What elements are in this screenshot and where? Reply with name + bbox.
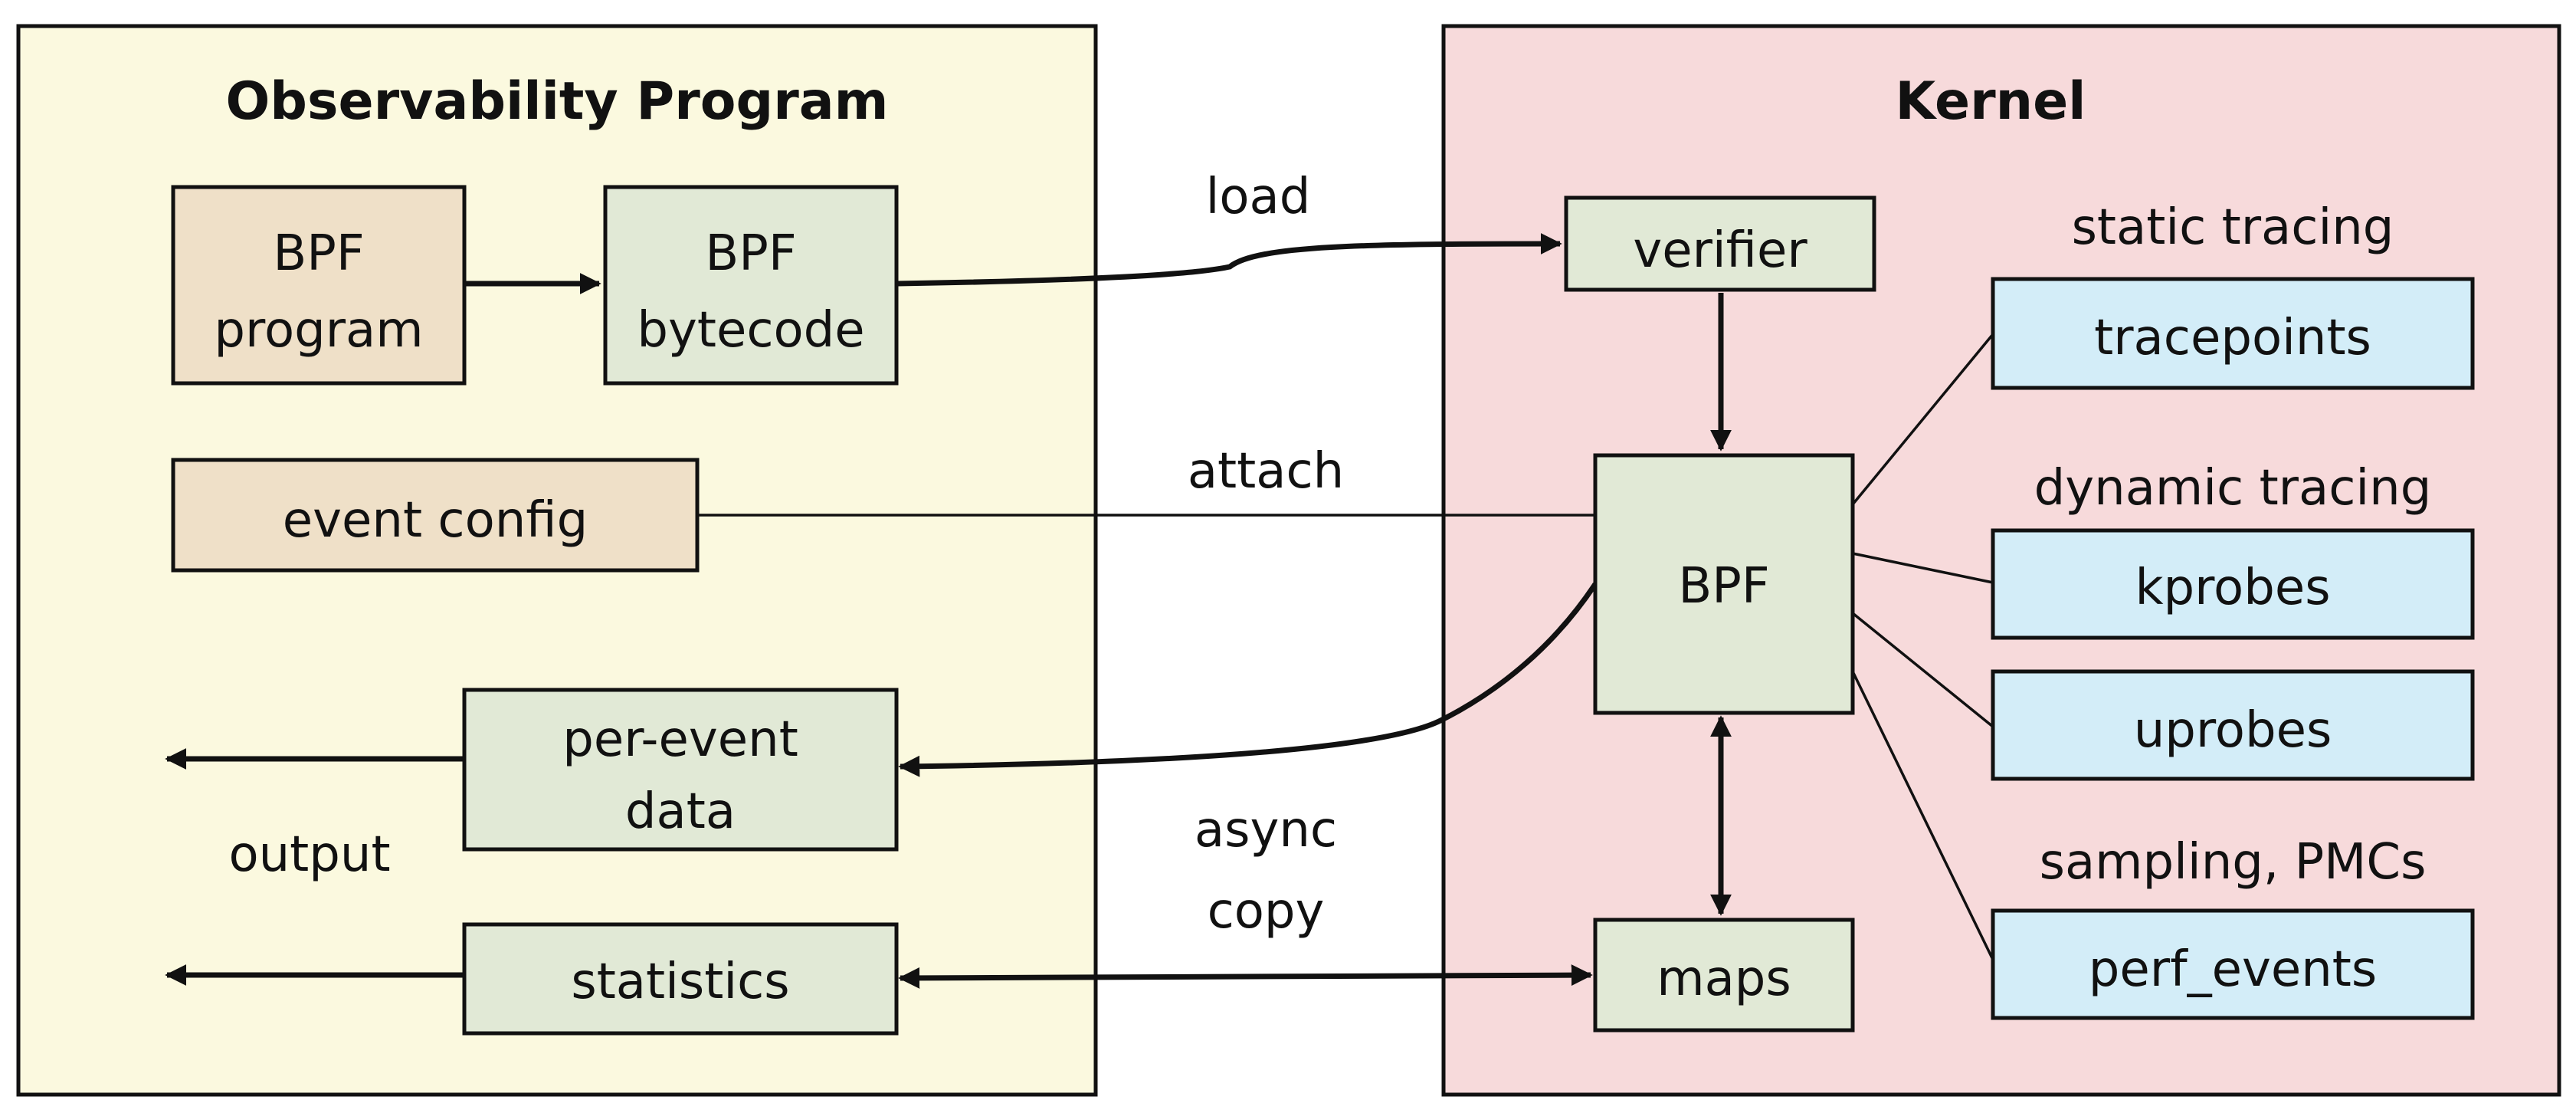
svg-text:statistics: statistics — [571, 954, 789, 1010]
load-arrow — [896, 233, 1562, 287]
statistics-box: statistics — [462, 922, 899, 1036]
svg-text:BPF: BPF — [705, 225, 796, 282]
svg-text:uprobes: uprobes — [2134, 702, 2332, 759]
bpf-to-uprobes-line — [1851, 612, 1994, 728]
svg-text:bytecode: bytecode — [637, 302, 864, 359]
svg-text:BPF: BPF — [1678, 558, 1769, 615]
output-label: output — [228, 826, 390, 883]
bpf-box: BPF — [1593, 453, 1855, 715]
svg-text:per-event: per-event — [562, 711, 798, 768]
verifier-box: verifier — [1564, 195, 1876, 292]
kprobes-box: kprobes — [1991, 528, 2475, 640]
copy-label: copy — [1208, 883, 1325, 940]
bpf-to-kprobes-line — [1852, 552, 1994, 584]
svg-text:perf_events: perf_events — [2089, 941, 2377, 998]
svg-text:data: data — [625, 783, 736, 840]
perf-events-box: perf_events — [1991, 908, 2475, 1020]
dynamic-tracing-label: dynamic tracing — [2034, 460, 2432, 517]
svg-text:BPF: BPF — [273, 225, 364, 282]
svg-text:tracepoints: tracepoints — [2094, 310, 2371, 366]
async-label: async — [1195, 802, 1337, 859]
maps-box: maps — [1593, 918, 1855, 1033]
per-event-output-arrow — [898, 583, 1598, 777]
bpf-to-tracepoints-line — [1851, 333, 1994, 506]
static-tracing-label: static tracing — [2072, 199, 2394, 256]
tracepoints-box: tracepoints — [1991, 277, 2475, 390]
svg-text:program: program — [214, 302, 423, 359]
attach-label: attach — [1188, 443, 1344, 500]
observability-program-title: Observability Program — [226, 71, 889, 132]
kernel-title: Kernel — [1896, 71, 2086, 132]
bpf-bytecode-box: BPF bytecode — [603, 185, 899, 386]
svg-text:kprobes: kprobes — [2135, 560, 2330, 616]
per-event-data-box: per-event data — [462, 688, 899, 852]
event-config-box: event config — [171, 458, 700, 573]
sampling-pmcs-label: sampling, PMCs — [2040, 834, 2427, 891]
bpf-to-perf-events-line — [1851, 671, 1994, 960]
uprobes-box: uprobes — [1991, 669, 2475, 781]
svg-text:maps: maps — [1657, 950, 1791, 1007]
svg-text:verifier: verifier — [1633, 222, 1807, 279]
svg-text:event config: event config — [283, 492, 588, 549]
bpf-program-box: BPF program — [171, 185, 467, 386]
load-label: load — [1206, 169, 1311, 225]
async-copy-arrow — [898, 964, 1593, 989]
